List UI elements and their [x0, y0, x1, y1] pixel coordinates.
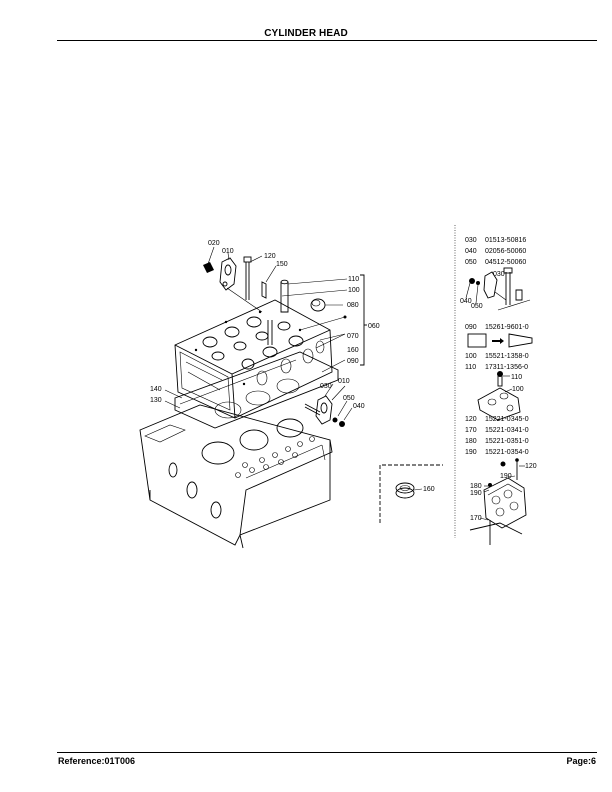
part-number: 15221-0351-0 — [485, 438, 529, 445]
part-number: 04512-50060 — [485, 259, 526, 266]
part-number: 15221-0341-0 — [485, 427, 529, 434]
callout-020: 020 — [208, 240, 220, 247]
cylinder-head-illustration — [174, 299, 333, 419]
mini-callout-120: 120 — [525, 463, 537, 470]
footer-divider — [57, 752, 597, 753]
reference-label: Reference:01T006 — [58, 756, 136, 766]
plug-illustration — [310, 298, 326, 312]
cylinder-block-illustration — [139, 404, 333, 549]
callout-050: 050 — [343, 395, 355, 402]
part-number: 15261-9601-0 — [485, 324, 529, 331]
callout-160: 160 — [347, 347, 359, 354]
mini-callout-190-b: 190 — [470, 490, 482, 497]
part-ref: 030 — [465, 237, 477, 244]
head-bolts-illustration — [243, 256, 289, 345]
callout-110: 110 — [348, 276, 359, 283]
bracket-top-illustration — [203, 257, 263, 313]
seal-inset: 160 — [379, 464, 443, 523]
part-ref: 120 — [465, 416, 477, 423]
part-ref: 090 — [465, 324, 477, 331]
mini-callout-180: 180 — [470, 483, 482, 490]
callout-100: 100 — [348, 287, 360, 294]
part-ref: 100 — [465, 353, 477, 360]
callout-070: 070 — [347, 333, 359, 340]
part-number: 15221-0354-0 — [485, 449, 529, 456]
side-panel: 030 01513-50816 040 02056-50060 050 0451… — [460, 237, 537, 545]
callout-080: 080 — [347, 302, 359, 309]
head-gasket-illustration — [174, 351, 339, 429]
mini-callout-110: 110 — [511, 374, 522, 381]
callout-060: 060 — [368, 323, 380, 330]
callout-010-top: 010 — [222, 248, 234, 255]
part-number: 01513-50816 — [485, 237, 526, 244]
head-mini-illustration-2 — [469, 458, 527, 545]
part-number: 17311-1356-0 — [485, 364, 528, 371]
mini-callout-170: 170 — [470, 515, 482, 522]
callout-120: 120 — [264, 253, 276, 260]
part-ref: 180 — [465, 438, 477, 445]
callout-040: 040 — [353, 403, 365, 410]
mini-callout-100: 100 — [512, 386, 524, 393]
exploded-view: 020 010 120 150 110 100 080 060 070 160 … — [139, 240, 380, 549]
head-mini-illustration-1 — [477, 371, 521, 421]
mini-callout-040: 040 — [460, 298, 472, 305]
part-number: 15521-1358-0 — [485, 353, 529, 360]
bracket-mini-illustration — [465, 267, 531, 311]
callout-150: 150 — [276, 261, 288, 268]
inset-callout-160: 160 — [423, 486, 435, 493]
callout-140: 140 — [150, 386, 162, 393]
page-title: CYLINDER HEAD — [264, 28, 348, 39]
page-number: Page:6 — [566, 756, 596, 766]
callout-090: 090 — [347, 358, 359, 365]
part-number: 15221-0345-0 — [485, 416, 529, 423]
part-ref: 190 — [465, 449, 477, 456]
callout-030: 030 — [320, 383, 332, 390]
mini-callout-030: 030 — [493, 271, 505, 278]
header-divider — [57, 40, 597, 41]
part-ref: 050 — [465, 259, 477, 266]
mini-callout-190-a: 190 — [500, 473, 512, 480]
part-ref: 170 — [465, 427, 477, 434]
parts-group-4: 120 15221-0345-0 170 15221-0341-0 180 15… — [465, 416, 537, 545]
bracket-side-illustration — [304, 395, 345, 427]
parts-group-1: 030 01513-50816 040 02056-50060 050 0451… — [460, 237, 531, 311]
callout-130: 130 — [150, 397, 162, 404]
leader-lines — [164, 246, 367, 421]
callout-010-side: 010 — [338, 378, 350, 385]
mini-callout-050: 050 — [471, 303, 483, 310]
parts-group-3: 100 15521-1358-0 110 17311-1356-0 110 10… — [465, 353, 529, 421]
parts-group-2: 090 15261-9601-0 — [465, 324, 533, 348]
part-ref: 110 — [465, 364, 476, 371]
part-ref: 040 — [465, 248, 477, 255]
plug-change-illustration — [467, 333, 533, 348]
part-number: 02056-50060 — [485, 248, 526, 255]
